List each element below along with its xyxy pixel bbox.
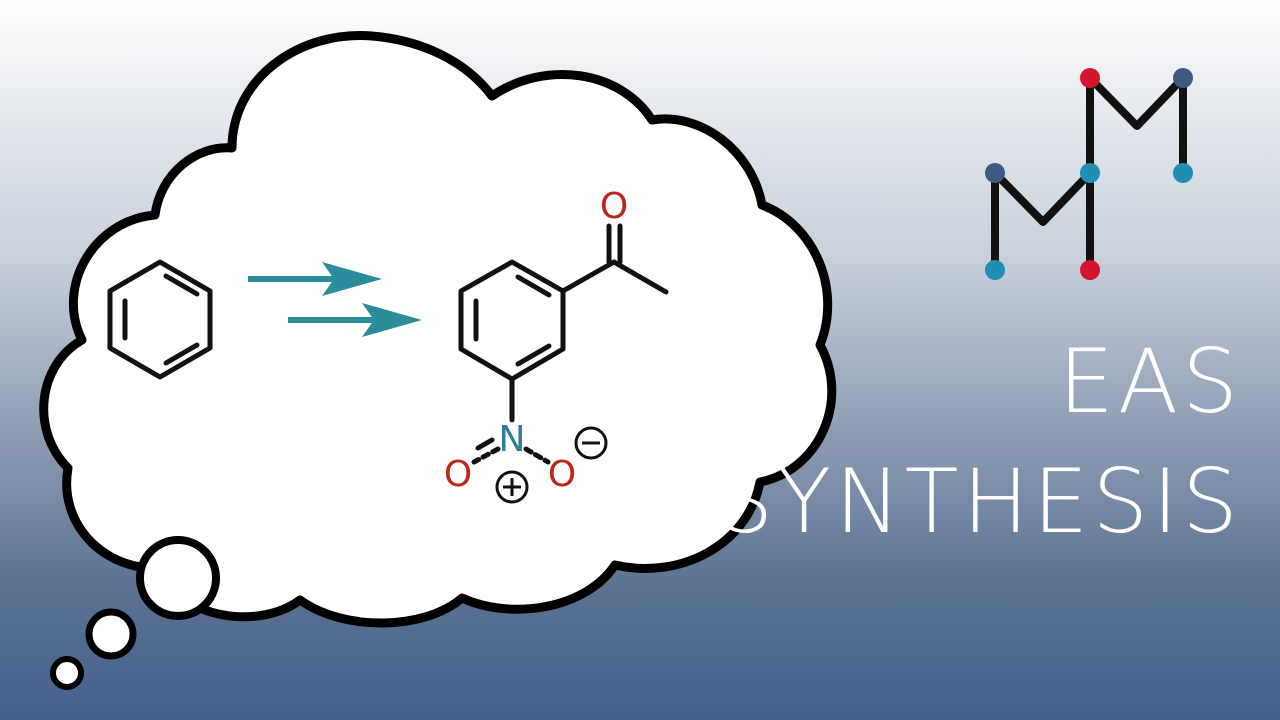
nitro-oxygen-right-label: O: [548, 454, 576, 495]
nitrogen-label: N: [499, 419, 526, 460]
positive-charge-icon: [495, 470, 529, 504]
benzene-double-bond-2: [163, 273, 200, 297]
methyl-bond: [611, 259, 669, 295]
M-M-logo-icon: [985, 68, 1193, 280]
benzene-ring: [107, 259, 213, 380]
product-double-bond-3: [515, 343, 552, 367]
thought-bubble-small: [50, 656, 84, 690]
product-double-bond-2: [515, 274, 552, 298]
title-line-eas: EAS: [1058, 330, 1242, 433]
thought-cloud-body: [39, 31, 837, 628]
title-line-synthesis: SYNTHESIS: [717, 450, 1242, 553]
thought-cloud: [39, 31, 837, 690]
thought-bubble-large: [136, 536, 220, 620]
negative-charge-icon: [574, 426, 608, 460]
carbonyl-oxygen-label: O: [600, 186, 628, 227]
benzene-double-bond-3: [163, 342, 200, 366]
thought-bubble-medium: [85, 608, 137, 660]
acetyl-bond: [560, 259, 617, 294]
reaction-arrows: [248, 262, 422, 337]
nitro-oxygen-left-label: O: [444, 454, 472, 495]
benzene-structure: [107, 259, 213, 380]
arrow-1: [248, 262, 382, 296]
arrow-2: [288, 303, 422, 337]
product-structure: O N O O: [444, 186, 669, 504]
